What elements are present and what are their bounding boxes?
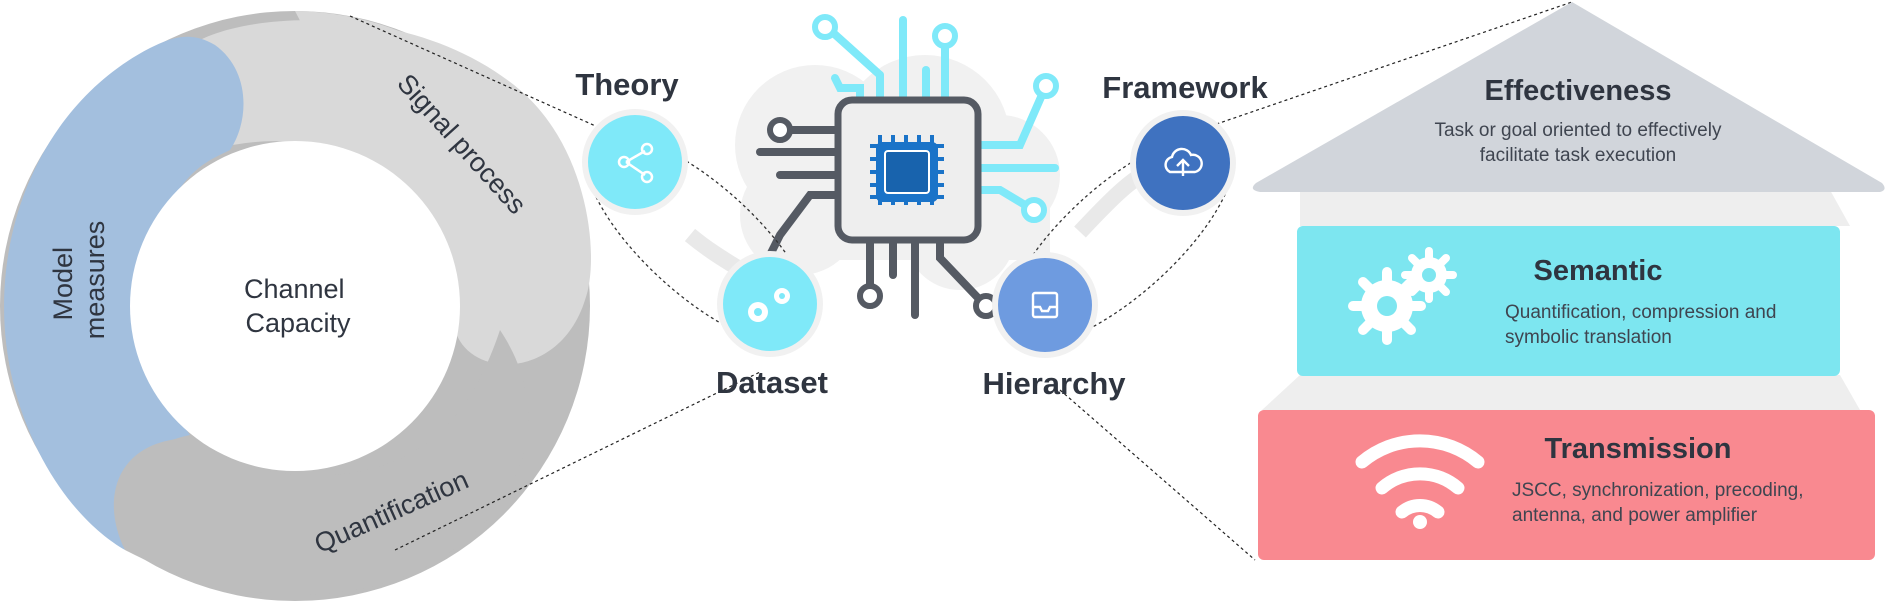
channel-capacity-ring: Channel Capacity Model measures Signal p… bbox=[0, 11, 592, 601]
theory-node: Theory bbox=[575, 67, 688, 215]
theory-label: Theory bbox=[575, 67, 679, 102]
band-2 bbox=[1262, 375, 1860, 410]
framework-label: Framework bbox=[1102, 70, 1268, 105]
semantic-title: Semantic bbox=[1534, 255, 1663, 287]
band-1 bbox=[1300, 190, 1850, 226]
wifi-icon bbox=[1355, 434, 1485, 529]
ring-center bbox=[130, 141, 460, 471]
transmission-desc-1: JSCC, synchronization, precoding, bbox=[1512, 480, 1803, 501]
ring-segment-quant bbox=[113, 330, 529, 595]
ring-center-title: Channel Capacity bbox=[244, 274, 352, 338]
zoom-lines bbox=[349, 1, 1573, 561]
hierarchy-node: Hierarchy bbox=[982, 252, 1126, 401]
ring-label-model: Model measures bbox=[48, 221, 110, 340]
communication-levels: Effectiveness Task or goal oriented to e… bbox=[1252, 2, 1885, 560]
effectiveness-desc-1: Task or goal oriented to effectively bbox=[1435, 120, 1722, 141]
cloud-upload-icon bbox=[1164, 147, 1203, 176]
gears-icon bbox=[748, 288, 790, 322]
circuit-pads-cyan bbox=[812, 14, 1059, 223]
svg-text:Model measures: Model measures bbox=[48, 221, 110, 340]
level-effectiveness bbox=[1252, 2, 1885, 192]
effectiveness-desc-2: facilitate task execution bbox=[1480, 145, 1676, 166]
transmission-title: Transmission bbox=[1545, 433, 1732, 465]
semantic-desc-2: symbolic translation bbox=[1505, 327, 1672, 348]
effectiveness-title: Effectiveness bbox=[1485, 75, 1672, 107]
semantic-desc-1: Quantification, compression and bbox=[1505, 302, 1776, 323]
inbox-icon bbox=[1031, 291, 1059, 319]
gears-icon bbox=[1348, 247, 1457, 345]
dataset-label: Dataset bbox=[716, 365, 828, 400]
dataset-node: Dataset bbox=[716, 251, 828, 400]
share-icon bbox=[617, 142, 654, 184]
circuit-traces-cyan bbox=[826, 16, 1059, 212]
chip-core bbox=[870, 135, 944, 205]
hierarchy-label: Hierarchy bbox=[982, 366, 1126, 401]
ai-chip-hub: Theory Dataset Framework bbox=[575, 14, 1268, 401]
framework-node: Framework bbox=[1102, 70, 1268, 216]
transmission-desc-2: antenna, and power amplifier bbox=[1512, 505, 1758, 526]
ring-segment-model bbox=[4, 36, 244, 550]
circuit-traces-gray bbox=[756, 126, 984, 319]
